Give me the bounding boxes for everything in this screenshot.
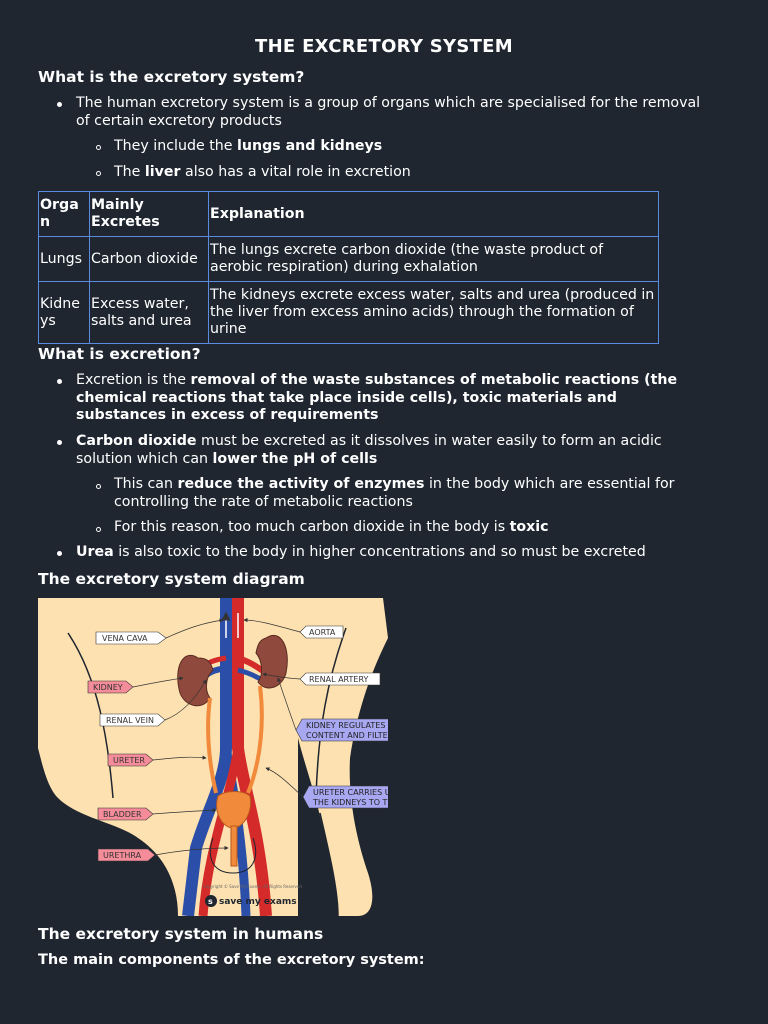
components-intro: The main components of the excretory sys… <box>38 952 425 968</box>
table-header-mainly-excretes: Mainly Excretes <box>89 191 209 237</box>
excretory-system-diagram: VENA CAVA KIDNEY RENAL VEIN URETER BLADD… <box>38 598 388 916</box>
sub-bullet-text: The liver also has a vital role in excre… <box>114 164 411 180</box>
heading-what-is-excretory-system: What is the excretory system? <box>38 68 305 86</box>
bullet-text: substances in excess of requirements <box>76 407 379 423</box>
sub-bullet-circle <box>96 527 101 532</box>
table-row: Kidne ys Excess water, salts and urea Th… <box>38 281 659 344</box>
sub-bullet-text: This can reduce the activity of enzymes … <box>114 476 675 492</box>
label-renal-vein: RENAL VEIN <box>99 679 207 727</box>
heading-what-is-excretion: What is excretion? <box>38 345 201 363</box>
svg-text:THE KIDNEYS TO THE BLADDER: THE KIDNEYS TO THE BLADDER <box>312 798 388 807</box>
bullet-text: The human excretory system is a group of… <box>76 95 701 111</box>
bullet-text: Urea is also toxic to the body in higher… <box>76 544 646 560</box>
sub-bullet-text: For this reason, too much carbon dioxide… <box>114 519 549 535</box>
bullet-dot <box>57 440 62 445</box>
bullet-dot <box>57 102 62 107</box>
label-bladder: BLADDER <box>97 807 217 821</box>
urethra <box>230 825 238 867</box>
label-kidney: KIDNEY <box>87 676 184 694</box>
excretion-table: Orga n Mainly Excretes Explanation Lungs… <box>38 191 659 344</box>
ureter-right <box>246 685 264 794</box>
svg-text:RENAL ARTERY: RENAL ARTERY <box>309 675 369 684</box>
save-my-exams-logo: s save my exams <box>205 895 297 907</box>
bullet-text: of certain excretory products <box>76 113 282 129</box>
sub-bullet-circle <box>96 484 101 489</box>
table-cell-explanation: The lungs excrete carbon dioxide (the wa… <box>208 236 659 282</box>
svg-text:save my exams: save my exams <box>219 897 297 907</box>
svg-text:RENAL VEIN: RENAL VEIN <box>106 716 154 725</box>
ureter-left <box>206 697 218 794</box>
table-header-explanation: Explanation <box>208 191 659 237</box>
heading-diagram: The excretory system diagram <box>38 570 305 588</box>
table-row: Lungs Carbon dioxide The lungs excrete c… <box>38 236 659 282</box>
svg-text:URETER: URETER <box>113 756 145 765</box>
svg-text:VENA CAVA: VENA CAVA <box>102 634 148 643</box>
table-header-organ: Orga n <box>38 191 90 237</box>
svg-text:AORTA: AORTA <box>309 628 336 637</box>
bullet-text: solution which can lower the pH of cells <box>76 451 378 467</box>
bullet-text: chemical reactions that take place insid… <box>76 390 617 406</box>
bullet-dot <box>57 379 62 384</box>
label-kidney-note: KIDNEY REGULATES WATER CONTENT AND FILTE… <box>277 677 388 742</box>
svg-text:BLADDER: BLADDER <box>103 810 142 819</box>
table-cell-organ: Lungs <box>38 236 90 282</box>
label-urethra: URETHRA <box>97 845 229 862</box>
bullet-text: Excretion is the removal of the waste su… <box>76 372 678 388</box>
body-silhouette <box>38 598 388 916</box>
bullet-dot <box>57 551 62 556</box>
heading-excretory-system-in-humans: The excretory system in humans <box>38 925 324 943</box>
svg-text:URETER CARRIES URINE FROM: URETER CARRIES URINE FROM <box>313 788 388 797</box>
label-ureter: URETER <box>107 753 207 767</box>
copyright-text: Copyright © Save My Exams. All Rights Re… <box>203 884 302 889</box>
page-title: THE EXCRETORY SYSTEM <box>254 36 513 57</box>
svg-text:CONTENT AND FILTERS BLOOD: CONTENT AND FILTERS BLOOD <box>306 731 388 740</box>
label-renal-artery: RENAL ARTERY <box>262 672 381 686</box>
kidney-right <box>255 635 288 689</box>
svg-text:s: s <box>208 897 213 906</box>
sub-bullet-text: controlling the rate of metabolic reacti… <box>114 494 413 510</box>
label-aorta: AORTA <box>243 617 344 639</box>
table-cell-explanation: The kidneys excrete excess water, salts … <box>208 281 659 344</box>
bladder <box>216 791 252 829</box>
svg-text:KIDNEY REGULATES WATER: KIDNEY REGULATES WATER <box>306 721 388 730</box>
table-cell-excretes: Carbon dioxide <box>89 236 209 282</box>
table-cell-organ: Kidne ys <box>38 281 90 344</box>
svg-text:KIDNEY: KIDNEY <box>93 683 123 692</box>
sub-bullet-circle <box>96 171 101 176</box>
sub-bullet-text: They include the lungs and kidneys <box>114 138 383 154</box>
label-vena-cava: VENA CAVA <box>95 618 224 645</box>
sub-bullet-circle <box>96 145 101 150</box>
table-cell-excretes: Excess water, salts and urea <box>89 281 209 344</box>
svg-text:URETHRA: URETHRA <box>103 851 142 860</box>
label-ureter-note: URETER CARRIES URINE FROM THE KIDNEYS TO… <box>265 767 388 809</box>
torso-contour <box>67 632 114 799</box>
bullet-text: Carbon dioxide must be excreted as it di… <box>76 433 662 449</box>
